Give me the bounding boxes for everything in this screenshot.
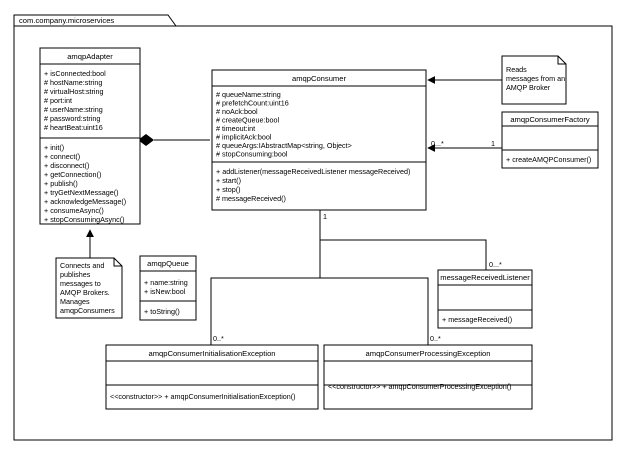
note-line: Manages <box>60 297 90 306</box>
class-method: <<constructor>> + amqpConsumerInitialisa… <box>110 392 296 401</box>
class-amqp-queue[interactable]: amqpQueue + name:string + isNew:bool + t… <box>139 255 197 321</box>
class-amqp-consumer-factory[interactable]: amqpConsumerFactory + createAMQPConsumer… <box>501 111 599 169</box>
class-method: + toString() <box>144 307 180 316</box>
class-method: + addListener(messageReceivedListener me… <box>216 167 410 176</box>
class-name: amqpConsumerProcessingException <box>366 349 491 358</box>
class-box <box>39 47 141 225</box>
note-line: Reads <box>506 65 527 74</box>
multiplicity-labels: 0...* 1 1 0...* 0..* 0..* <box>213 139 502 343</box>
multiplicity-init-exception: 0..* <box>213 334 224 343</box>
note-box <box>501 55 567 105</box>
class-attribute: # noAck:bool <box>216 107 258 116</box>
class-attribute: # queueName:string <box>216 90 281 99</box>
multiplicity-listener: 0...* <box>489 260 502 269</box>
multiplicity-factory: 1 <box>491 139 495 148</box>
package-tab <box>13 14 177 27</box>
class-attribute: + name:string <box>144 278 188 287</box>
class-amqp-adapter[interactable]: amqpAdapter + isConnected:bool # hostNam… <box>39 47 141 225</box>
consumer-init-exception-association <box>210 240 321 345</box>
class-name: amqpConsumerFactory <box>510 115 590 124</box>
class-method: # messageReceived() <box>216 194 286 203</box>
class-attribute: # password:string <box>44 114 100 123</box>
class-attribute: # timeout:int <box>216 124 255 133</box>
note-box <box>55 257 123 319</box>
class-attribute: # userName:string <box>44 105 103 114</box>
class-name: amqpQueue <box>147 259 189 268</box>
class-method: + init() <box>44 143 64 152</box>
class-box <box>105 344 319 410</box>
consumer-proc-exception-association <box>320 277 429 345</box>
class-attribute: # heartBeat:uint16 <box>44 123 103 132</box>
class-method: + stop() <box>216 185 241 194</box>
class-box <box>323 344 533 410</box>
class-method: + publish() <box>44 179 78 188</box>
class-method: + tryGetNextMessage() <box>44 188 119 197</box>
note-line: amqpConsumers <box>60 306 115 315</box>
class-box <box>437 269 533 329</box>
relationships <box>86 76 502 345</box>
class-method: + acknowledgeMessage() <box>44 197 126 206</box>
note-line: Connects and <box>60 261 104 270</box>
multiplicity-consumer-bottom: 1 <box>323 212 327 221</box>
class-attribute: + isConnected:bool <box>44 69 106 78</box>
class-attribute: # implicitAck:bool <box>216 133 272 142</box>
class-attribute: # prefetchCount:uint16 <box>216 99 289 108</box>
class-attribute: # queueArgs:IAbstractMap<string, Object> <box>216 141 352 150</box>
class-processing-exception[interactable]: amqpConsumerProcessingException <<constr… <box>323 344 533 410</box>
class-attribute: + isNew:bool <box>144 287 186 296</box>
note-line: AMQP Brokers. <box>60 288 110 297</box>
class-name: amqpAdapter <box>67 52 113 61</box>
package-name: com.company.microservices <box>19 16 114 25</box>
class-method: + start() <box>216 176 241 185</box>
note-line: messages from an <box>506 74 565 83</box>
note-line: messages to <box>60 279 101 288</box>
note-consumer: Reads messages from an AMQP Broker <box>501 55 567 105</box>
class-attribute: # hostName:string <box>44 78 102 87</box>
class-name: amqpConsumer <box>292 74 346 83</box>
class-method: + messageReceived() <box>442 315 512 324</box>
class-box <box>501 111 599 169</box>
class-method: + stopConsumingAsync() <box>44 215 125 224</box>
class-message-received-listener[interactable]: messageReceivedListener + messageReceive… <box>437 269 533 329</box>
class-init-exception[interactable]: amqpConsumerInitialisationException <<co… <box>105 344 319 410</box>
class-name: messageReceivedListener <box>440 273 530 282</box>
class-method: + disconnect() <box>44 161 89 170</box>
class-method: + createAMQPConsumer() <box>506 155 591 164</box>
note-fold <box>113 258 122 267</box>
class-amqp-consumer[interactable]: amqpConsumer # queueName:string # prefet… <box>211 69 427 211</box>
multiplicity-proc-exception: 0..* <box>430 334 441 343</box>
class-name: amqpConsumerInitialisationException <box>148 349 275 358</box>
class-attribute: # virtualHost:string <box>44 87 104 96</box>
multiplicity-consumer-factory: 0...* <box>431 139 444 148</box>
class-method: + consumeAsync() <box>44 206 104 215</box>
class-attribute: # port:int <box>44 96 72 105</box>
class-method: + getConnection() <box>44 170 101 179</box>
class-box <box>211 69 427 211</box>
composition-diamond <box>138 134 154 146</box>
class-attribute: # stopConsuming:bool <box>216 150 288 159</box>
class-method: <<constructor>> + amqpConsumerProcessing… <box>328 382 512 391</box>
note-line: publishes <box>60 270 91 279</box>
note-line: AMQP Broker <box>506 83 551 92</box>
class-method: + connect() <box>44 152 80 161</box>
class-attribute: # createQueue:bool <box>216 116 280 125</box>
note-adapter: Connects and publishes messages to AMQP … <box>55 257 123 319</box>
class-box <box>139 255 197 321</box>
note-fold <box>557 56 566 65</box>
consumer-listener-association <box>319 210 487 270</box>
